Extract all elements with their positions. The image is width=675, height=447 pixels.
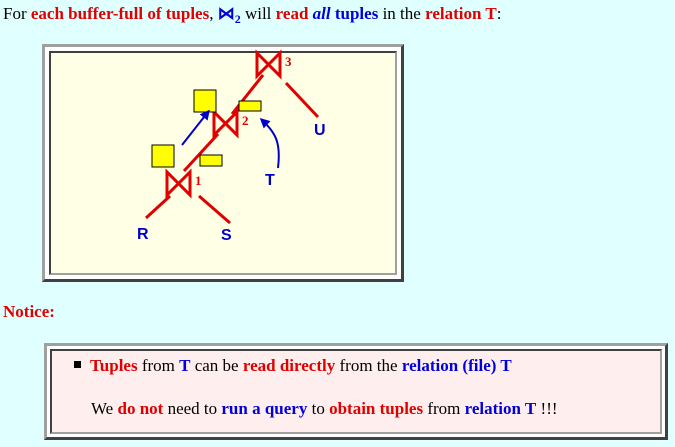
edge-join1-s — [198, 194, 231, 225]
join-2-node: 2 — [212, 108, 249, 139]
join-3-bowtie-icon — [255, 49, 282, 80]
intro-tuples: tuples — [334, 4, 379, 23]
join-1-bowtie-icon — [165, 168, 192, 199]
bullet-read-directly: read directly — [242, 356, 336, 375]
bullet-text: can be — [190, 356, 243, 375]
notice-note: We do not need to run a query to obtain … — [91, 399, 558, 419]
bullet-text: from — [137, 356, 180, 375]
note-obtain-tuples: obtain tuples — [329, 399, 424, 418]
diagram-frame: 3 2 1 U T R S — [42, 44, 404, 282]
join-subscript: 2 — [234, 12, 241, 26]
note-text: from — [423, 399, 465, 418]
arrow-t-to-join2 — [259, 117, 280, 169]
note-text: need to — [163, 399, 222, 418]
note-text: to — [307, 399, 330, 418]
edge-join1-r — [144, 194, 172, 220]
bullet-tuples: Tuples — [90, 356, 138, 375]
buffer-block-upper-small — [238, 100, 262, 112]
intro-text: in the — [378, 4, 426, 23]
edge-join3-join2 — [230, 74, 265, 115]
relation-s-label: S — [221, 227, 232, 244]
intro-each-buffer: each buffer-full of tuples — [30, 4, 210, 23]
bullet-text: from the — [335, 356, 402, 375]
relation-u-label: U — [314, 122, 326, 139]
diagram-panel: 3 2 1 U T R S — [49, 49, 397, 275]
notice-heading: Notice: — [3, 302, 55, 321]
note-do-not: do not — [117, 399, 164, 418]
join-tree-diagram: 3 2 1 U T R S — [137, 49, 326, 244]
buffer-block-lower-small — [199, 154, 223, 167]
intro-all: all — [312, 4, 331, 23]
intro-text: , — [209, 4, 218, 23]
notice-box: Tuples from T can be read directly from … — [44, 343, 668, 440]
intro-sentence: For each buffer-full of tuples, ⋈2 will … — [3, 4, 501, 29]
intro-relation-t: relation T — [425, 4, 497, 23]
intro-read: read — [275, 4, 309, 23]
relation-r-label: R — [137, 226, 149, 243]
intro-text: will — [240, 4, 276, 23]
join-3-label: 3 — [285, 54, 292, 69]
relation-t-label: T — [265, 172, 275, 189]
note-run-query: run a query — [221, 399, 308, 418]
join-3-node: 3 — [255, 49, 292, 80]
bullet-square-icon — [74, 361, 81, 368]
notice-bullet-item: Tuples from T can be read directly from … — [74, 356, 512, 376]
intro-text: : — [496, 4, 502, 23]
buffer-block-upper — [193, 89, 217, 113]
notice-panel: Tuples from T can be read directly from … — [50, 349, 662, 434]
join-2-label: 2 — [242, 113, 249, 128]
bullet-t: T — [179, 356, 191, 375]
buffer-block-lower — [151, 144, 175, 168]
note-relation-t: relation T — [464, 399, 537, 418]
join-1-node: 1 — [165, 168, 202, 199]
note-text: We — [91, 399, 118, 418]
join-2-bowtie-icon — [212, 108, 239, 139]
note-text: !!! — [536, 399, 558, 418]
join-symbol: ⋈ — [217, 4, 235, 23]
arrow-buffer-to-join2 — [181, 109, 210, 146]
bullet-relation-file-t: relation (file) T — [401, 356, 512, 375]
edge-join2-join1 — [182, 132, 220, 173]
intro-text: For — [3, 4, 31, 23]
join-symbol-icon: ⋈2 — [217, 4, 241, 26]
join-1-label: 1 — [195, 173, 202, 188]
edge-join3-u — [284, 81, 320, 119]
